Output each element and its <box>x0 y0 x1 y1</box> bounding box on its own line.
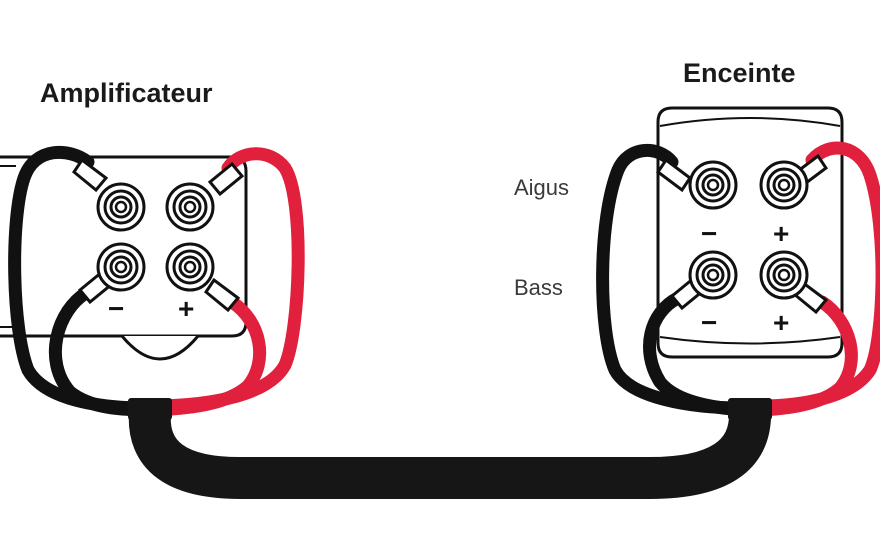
speaker-body <box>656 106 844 359</box>
amplifier-foot <box>120 335 200 361</box>
spk-woofer-positive-terminal <box>759 250 829 315</box>
spk-cable-end <box>728 398 772 420</box>
amp-terminal-top-left <box>71 157 146 232</box>
amp-positive-wire-bottom <box>151 295 267 417</box>
woofer-label: Bass <box>514 275 563 300</box>
spk-tweeter-negative-terminal <box>655 157 738 210</box>
tweeter-plus-sign: + <box>773 218 789 249</box>
speaker-cable <box>128 410 771 499</box>
woofer-plus-sign: + <box>773 307 789 338</box>
spade-connector <box>71 157 109 193</box>
woofer-minus-sign: − <box>701 307 717 338</box>
amp-terminal-bottom-right <box>165 242 241 313</box>
amp-negative-wire-bottom <box>48 286 157 417</box>
tweeter-minus-sign: − <box>701 218 717 249</box>
speaker-title: Enceinte <box>683 58 796 88</box>
amplifier-title: Amplificateur <box>40 78 213 108</box>
speaker <box>656 106 844 359</box>
amp-plus-sign: + <box>178 293 194 324</box>
amp-minus-sign: − <box>108 293 124 324</box>
spk-woofer-negative-terminal <box>669 250 738 311</box>
spk-negative-wire-bottom <box>643 291 752 417</box>
amp-cable-end <box>128 398 172 420</box>
spade-connector <box>203 277 241 313</box>
spk-negative-wire-top <box>596 143 749 415</box>
spk-positive-wire-bottom <box>751 295 858 417</box>
tweeter-label: Aigus <box>514 175 569 200</box>
amp-terminal-bottom-left <box>77 242 146 305</box>
speaker-top-bevel <box>659 117 841 127</box>
spk-tweeter-positive-terminal <box>759 153 829 210</box>
speaker-bottom-bevel <box>659 336 841 345</box>
spade-connector <box>207 161 245 197</box>
amp-terminal-top-right <box>165 161 245 232</box>
spade-connector <box>655 157 693 193</box>
